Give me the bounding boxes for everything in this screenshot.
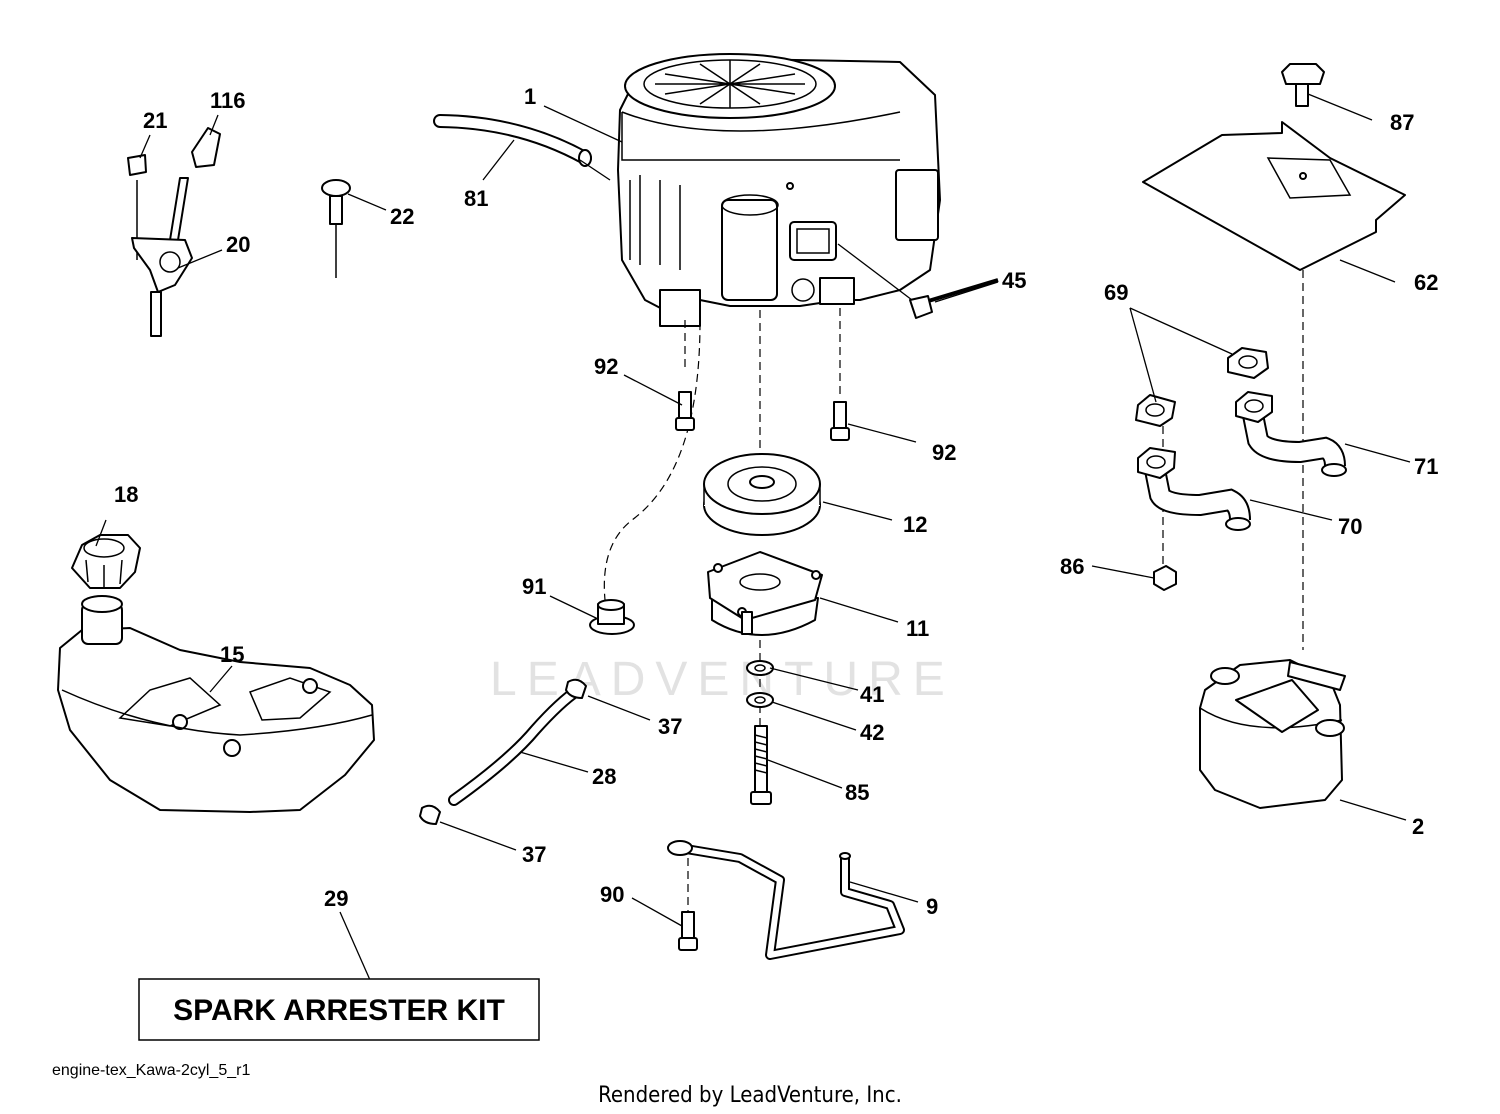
callout-92-right: 92 <box>932 440 956 465</box>
knob-87 <box>1281 63 1325 107</box>
clutch-bolt <box>750 725 772 805</box>
callout-81: 81 <box>464 186 488 211</box>
callout-85: 85 <box>845 780 869 805</box>
hose-clamp-37-bottom <box>419 804 441 825</box>
callout-37-bottom: 37 <box>522 842 546 867</box>
bracket-9 <box>667 840 905 960</box>
fuel-cap <box>71 534 141 589</box>
choke-knob <box>321 179 351 278</box>
rendered-by: Rendered by LeadVenture, Inc. <box>598 1083 902 1108</box>
callout-62: 62 <box>1414 270 1438 295</box>
hose-clamp-37-top <box>565 678 587 699</box>
gasket-69-right <box>1227 347 1269 379</box>
spark-arrester-kit-label: SPARK ARRESTER KIT <box>173 994 505 1027</box>
callout-71: 71 <box>1414 454 1438 479</box>
diagram-code: engine-tex_Kawa-2cyl_5_r1 <box>52 1062 250 1079</box>
callout-28: 28 <box>592 764 616 789</box>
callout-20: 20 <box>226 232 250 257</box>
callout-41: 41 <box>860 682 884 707</box>
callout-86: 86 <box>1060 554 1084 579</box>
callout-91: 91 <box>522 574 546 599</box>
heat-shield <box>1142 121 1406 271</box>
leader-lines <box>95 93 1411 981</box>
callouts: 1 2 9 11 12 15 18 20 21 22 28 29 37 37 4… <box>114 84 1438 919</box>
callout-90: 90 <box>600 882 624 907</box>
washer-41 <box>746 660 774 676</box>
callout-15: 15 <box>220 642 244 667</box>
grommet <box>589 599 635 635</box>
oil-drain-valve <box>909 278 999 319</box>
washer-42 <box>746 692 774 708</box>
callout-29: 29 <box>324 886 348 911</box>
callout-42: 42 <box>860 720 884 745</box>
nut-86 <box>1153 565 1177 591</box>
breather-tube <box>433 114 592 167</box>
callout-87: 87 <box>1390 110 1414 135</box>
pulley <box>703 453 821 536</box>
bolt-92-right <box>830 401 850 441</box>
callout-37-top: 37 <box>658 714 682 739</box>
callout-45: 45 <box>1002 268 1026 293</box>
electric-clutch <box>707 551 823 636</box>
callout-92-left: 92 <box>594 354 618 379</box>
exhaust-pipe-71 <box>1235 391 1347 477</box>
callout-70: 70 <box>1338 514 1362 539</box>
engine <box>617 53 941 327</box>
callout-12: 12 <box>903 512 927 537</box>
bolt-92-left <box>675 391 695 431</box>
fuel-line <box>448 684 584 806</box>
callout-9: 9 <box>926 894 938 919</box>
exhaust-pipe-70 <box>1137 447 1251 531</box>
callout-1: 1 <box>524 84 536 109</box>
spark-arrester-kit-box: SPARK ARRESTER KIT <box>138 978 540 1041</box>
fuel-tank <box>57 595 375 813</box>
callout-18: 18 <box>114 482 138 507</box>
callout-11: 11 <box>906 616 929 641</box>
callout-69: 69 <box>1104 280 1128 305</box>
bolt-90 <box>678 858 698 951</box>
muffler <box>1199 659 1346 809</box>
gasket-69-left <box>1135 394 1176 427</box>
throttle-control <box>127 127 221 337</box>
callout-116: 116 <box>210 88 246 113</box>
callout-21: 21 <box>143 108 167 133</box>
callout-22: 22 <box>390 204 414 229</box>
callout-2: 2 <box>1412 814 1424 839</box>
